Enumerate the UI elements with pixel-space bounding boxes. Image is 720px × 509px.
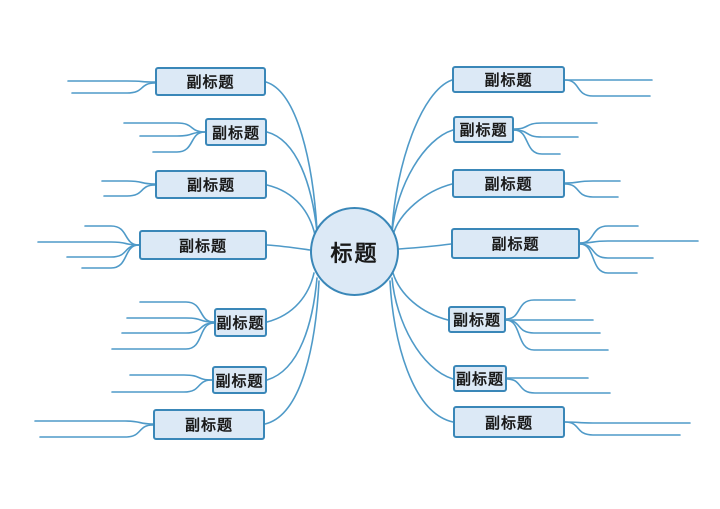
subtopic-node-left-1[interactable]: 副标题: [155, 67, 266, 96]
subtopic-node-right-3[interactable]: 副标题: [452, 169, 565, 198]
connector-center-right-2: [391, 129, 454, 233]
branch-left-2-leaf-3: [152, 131, 206, 153]
subtopic-label: 副标题: [215, 372, 264, 390]
branch-left-7-leaf-1: [34, 420, 154, 425]
branch-left-4-leaf-2: [37, 241, 140, 246]
connector-center-right-7: [389, 280, 454, 423]
subtopic-label: 副标题: [452, 312, 501, 329]
branch-left-5-leaf-4: [111, 322, 215, 350]
branch-left-5-leaf-2: [126, 317, 215, 323]
branch-right-3-leaf-1: [564, 180, 621, 184]
branch-right-5-leaf-3: [505, 319, 601, 334]
connector-center-left-7: [264, 280, 320, 425]
branch-right-4-leaf-4: [579, 243, 638, 274]
branch-right-5-leaf-1: [505, 299, 576, 320]
connector-center-left-1: [265, 81, 318, 231]
connector-center-right-5: [392, 272, 449, 321]
subtopic-node-right-4[interactable]: 副标题: [451, 228, 580, 259]
branch-left-5-leaf-3: [121, 322, 215, 334]
subtopic-label: 副标题: [484, 414, 533, 432]
subtopic-node-right-5[interactable]: 副标题: [448, 306, 506, 333]
subtopic-label: 副标题: [484, 72, 533, 89]
branch-right-5-leaf-4: [505, 319, 609, 351]
subtopic-label: 副标题: [459, 122, 508, 139]
subtopic-node-left-3[interactable]: 副标题: [155, 170, 267, 199]
branch-left-6-leaf-2: [111, 379, 213, 393]
branch-left-2-leaf-1: [123, 122, 206, 133]
branch-right-7-leaf-2: [564, 421, 681, 436]
subtopic-node-right-2[interactable]: 副标题: [453, 116, 514, 143]
branch-left-6-leaf-1: [129, 374, 213, 381]
subtopic-label: 副标题: [184, 417, 233, 434]
subtopic-label: 副标题: [216, 315, 265, 332]
subtopic-label: 副标题: [186, 177, 235, 194]
branch-right-4-leaf-2: [579, 240, 699, 244]
subtopic-node-right-7[interactable]: 副标题: [453, 406, 565, 438]
branch-left-4-leaf-4: [81, 244, 140, 269]
subtopic-node-left-7[interactable]: 副标题: [153, 409, 265, 440]
branch-left-1-leaf-2: [71, 82, 156, 94]
branch-right-7-leaf-1: [564, 421, 691, 424]
branch-left-5-leaf-1: [139, 301, 215, 323]
branch-right-2-leaf-3: [513, 129, 561, 155]
subtopic-label: 副标题: [178, 237, 227, 255]
subtopic-node-left-2[interactable]: 副标题: [205, 118, 267, 146]
branch-right-1-leaf-2: [564, 79, 651, 97]
branch-right-3-leaf-2: [564, 183, 619, 198]
subtopic-node-left-6[interactable]: 副标题: [212, 366, 267, 394]
connector-center-left-3: [266, 184, 316, 236]
subtopic-node-right-1[interactable]: 副标题: [452, 66, 565, 93]
subtopic-label: 副标题: [455, 371, 504, 388]
branch-right-6-leaf-2: [506, 378, 611, 394]
connector-center-right-4: [398, 243, 452, 250]
connector-center-left-4: [266, 244, 311, 251]
branch-left-7-leaf-2: [39, 424, 154, 438]
subtopic-node-left-5[interactable]: 副标题: [214, 308, 267, 337]
branch-left-3-leaf-2: [103, 184, 156, 197]
connector-center-left-2: [266, 131, 318, 233]
connector-center-right-1: [391, 79, 453, 231]
subtopic-label: 副标题: [484, 176, 533, 193]
connector-center-right-6: [391, 277, 454, 380]
branch-left-1-leaf-1: [67, 80, 156, 83]
connector-center-left-6: [266, 277, 318, 381]
subtopic-label: 副标题: [491, 236, 540, 253]
subtopic-label: 副标题: [186, 74, 235, 91]
central-topic-node[interactable]: 标题: [310, 207, 399, 296]
subtopic-label: 副标题: [211, 124, 260, 142]
connector-center-right-3: [392, 183, 453, 236]
connector-center-left-5: [266, 272, 315, 323]
subtopic-node-left-4[interactable]: 副标题: [139, 230, 267, 260]
branch-right-2-leaf-1: [513, 122, 598, 130]
branch-left-3-leaf-1: [101, 180, 156, 185]
subtopic-node-right-6[interactable]: 副标题: [453, 365, 507, 392]
central-topic-label: 标题: [330, 240, 379, 266]
